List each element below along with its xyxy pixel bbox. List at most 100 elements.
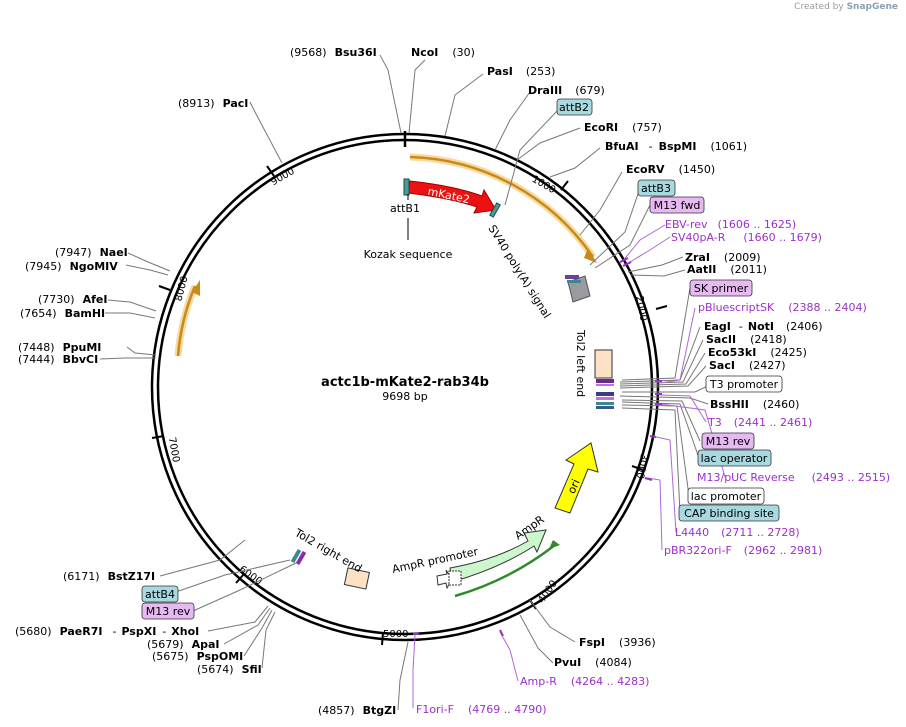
ori-label: ori xyxy=(565,477,583,495)
ampr-promoter-box xyxy=(448,570,462,586)
ampr-feature: AmpR AmpR promoter xyxy=(391,513,560,598)
box-attb4: attB4 xyxy=(141,585,179,603)
sv40-marker xyxy=(489,202,501,218)
orf-arc-left-head xyxy=(192,280,200,296)
tick-label-2000: 2000 xyxy=(633,295,648,322)
enzyme-labels: (9568)Bsu36I NcoI(30) PasI(253) DraIII(6… xyxy=(15,46,823,717)
svg-text:SacI(2427): SacI(2427) xyxy=(709,359,786,372)
tick-label-1000: 1000 xyxy=(530,174,558,196)
tol2-right-end-feature xyxy=(343,567,371,590)
enzyme-noti: NotI xyxy=(748,320,774,333)
svg-text:(8913)PacI: (8913)PacI xyxy=(178,97,248,110)
enzyme-eagi: EagI xyxy=(704,320,731,333)
enzyme-ncoi: NcoI xyxy=(411,46,438,59)
svg-text:(7654)BamHI: (7654) BamHI xyxy=(20,307,105,320)
enzyme-ppumi: PpuMI xyxy=(63,341,102,354)
enzyme-ngomiv: NgoMIV xyxy=(70,260,119,273)
enzyme-bamhi: BamHI xyxy=(65,307,106,320)
svg-text:SacII(2418): SacII(2418) xyxy=(706,333,787,346)
box-lacpromoter-label: lac promoter xyxy=(691,490,762,503)
primer-pbluescriptsk: pBluescriptSK xyxy=(698,301,775,314)
enzyme-pos-naei: (7947) xyxy=(55,246,92,259)
primer-range-f1orif: (4769 .. 4790) xyxy=(468,703,547,716)
enzyme-paci: PacI xyxy=(223,97,249,110)
grey-feature xyxy=(567,275,591,303)
enzyme-pos-ecori: (757) xyxy=(632,121,662,134)
enzyme-pspxi: PspXI xyxy=(121,625,156,638)
box-m13rev-left: M13 rev xyxy=(141,602,195,620)
enzyme-sacii: SacII xyxy=(706,333,736,346)
tick-label-6000: 6000 xyxy=(237,564,264,588)
enzyme-pasi: PasI xyxy=(487,65,513,78)
svg-text:PasI(253): PasI(253) xyxy=(487,65,555,78)
attb3-marker xyxy=(565,275,579,279)
enzyme-sep-eagi: - xyxy=(739,320,743,333)
box-lacoperator: lac operator xyxy=(697,449,772,467)
svg-text:(7945)NgoMIV: (7945) NgoMIV xyxy=(25,260,118,273)
enzyme-afei: AfeI xyxy=(83,293,108,306)
orf-arc-top xyxy=(409,155,595,258)
box-m13fwd-label: M13 fwd xyxy=(654,199,701,212)
box-attb3-label: attB3 xyxy=(641,182,671,195)
svg-text:L4440(2711 .. 2728): L4440 (2711 .. 2728) xyxy=(675,526,800,539)
enzyme-pos-ngomiv: (7945) xyxy=(25,260,62,273)
enzyme-bspmi: BspMI xyxy=(659,140,697,153)
enzyme-ecori: EcoRI xyxy=(584,121,618,134)
attb3-marker-2 xyxy=(567,280,581,283)
enzyme-pos-bsu36i: (9568) xyxy=(290,46,327,59)
box-m13rev-right: M13 rev xyxy=(701,432,755,450)
enzyme-pos-bamhi: (7654) xyxy=(20,307,57,320)
tick-label-5000: 5000 xyxy=(383,629,408,640)
enzyme-aatii: AatII xyxy=(687,263,716,276)
enzyme-pos-aatii: (2011) xyxy=(730,263,767,276)
box-attb4-label: attB4 xyxy=(145,588,175,601)
svg-text:(5680)PaeR7I-PspXI-XhoI: (5680)PaeR7I-PspXI-XhoI xyxy=(15,625,199,638)
enzyme-pos-draiii: (679) xyxy=(575,84,605,97)
svg-text:NcoI(30): NcoI (30) xyxy=(411,46,475,59)
tick-marks xyxy=(151,165,668,646)
primer-labels: EBV-rev(1606 .. 1625) SV40pA-R(1660 .. 1… xyxy=(416,218,890,716)
tick-label-7000: 7000 xyxy=(166,436,181,463)
enzyme-pos-bfuai: (1061) xyxy=(710,140,747,153)
enzyme-sfii: SfiI xyxy=(242,663,262,676)
svg-text:(9568)Bsu36I: (9568)Bsu36I xyxy=(290,46,377,59)
tick-label-4000: 4000 xyxy=(536,578,560,605)
primer-ampr: Amp-R xyxy=(520,675,557,688)
enzyme-sep-bfuai: - xyxy=(649,140,653,153)
box-lacpromoter: lac promoter xyxy=(687,487,765,505)
enzyme-pos-ncoi: (30) xyxy=(452,46,475,59)
enzyme-pspomi: PspOMI xyxy=(197,650,244,663)
enzyme-bsshii: BssHII xyxy=(710,398,749,411)
svg-text:Amp-R(4264 .. 4283): Amp-R(4264 .. 4283) xyxy=(520,675,649,688)
enzyme-pos-ppumi: (7448) xyxy=(18,341,55,354)
svg-text:Eco53kI(2425): Eco53kI(2425) xyxy=(708,346,807,359)
enzyme-pos-eagi: (2406) xyxy=(786,320,823,333)
enzyme-pos-afei: (7730) xyxy=(38,293,75,306)
svg-text:EBV-rev(1606 .. 1625): EBV-rev(1606 .. 1625) xyxy=(665,218,796,231)
enzyme-pos-apai: (5679) xyxy=(147,638,184,651)
enzyme-eco53ki: Eco53kI xyxy=(708,346,756,359)
svg-text:SV40pA-R(1660 .. 1679): SV40pA-R(1660 .. 1679) xyxy=(671,231,822,244)
primer-l4440: L4440 xyxy=(675,526,709,539)
tol2-left-end-label: Tol2 left end xyxy=(574,329,587,397)
primer-ebvrev: EBV-rev xyxy=(665,218,708,231)
enzyme-apai: ApaI xyxy=(192,638,220,651)
enzyme-xhoi: XhoI xyxy=(171,625,199,638)
box-capbinding-label: CAP binding site xyxy=(684,507,774,520)
primer-pbr322orif: pBR322ori-F xyxy=(664,544,732,557)
svg-text:(6171)BstZ17I: (6171)BstZ17I xyxy=(63,570,155,583)
primer-sv40par: SV40pA-R xyxy=(671,231,726,244)
enzyme-pvui: PvuI xyxy=(554,656,581,669)
snapgene-credit: Created by SnapGene xyxy=(794,2,898,12)
enzyme-pos-sfii: (5674) xyxy=(197,663,234,676)
box-t3promoter: T3 promoter xyxy=(705,375,783,393)
primer-range-l4440: (2711 .. 2728) xyxy=(721,526,800,539)
primer-range-m13puc: (2493 .. 2515) xyxy=(812,471,891,484)
primer-f1orif: F1ori-F xyxy=(416,703,454,716)
enzyme-bstz17i: BstZ17I xyxy=(108,570,156,583)
primer-ticks xyxy=(413,257,662,637)
attb1-marker xyxy=(403,178,410,196)
enzyme-pos-saci: (2427) xyxy=(749,359,786,372)
enzyme-bbvci: BbvCI xyxy=(63,353,99,366)
